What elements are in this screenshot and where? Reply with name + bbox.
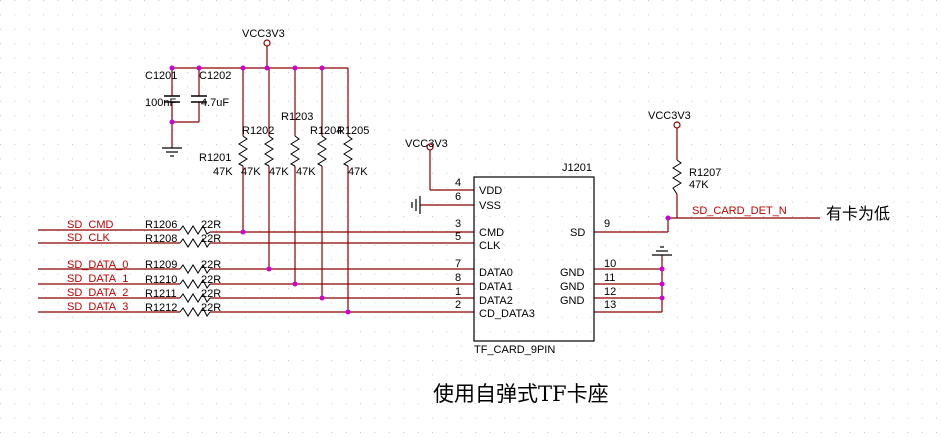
pin-num-2: 2 (455, 299, 461, 311)
net-sd-data-3: SD_DATA_3 (67, 301, 128, 313)
pin-num-12: 12 (604, 286, 616, 298)
r1204-ref: R1204 (310, 125, 342, 137)
pin-name-clk: CLK (479, 240, 501, 252)
pin-num-6: 6 (455, 191, 461, 203)
r1206-ref: R1206 (145, 219, 177, 231)
pin-name-data0: DATA0 (479, 267, 513, 279)
r1209-value: 22R (201, 259, 221, 271)
pin-num-8: 8 (455, 272, 461, 284)
net-sd-data-2: SD_DATA_2 (67, 287, 128, 299)
net-sd-data-0: SD_DATA_0 (67, 259, 128, 271)
vcc-top-label: VCC3V3 (242, 28, 285, 40)
pin-name-gnd-10: GND (560, 267, 585, 279)
ground-symbol-caps (162, 147, 182, 157)
junction-dots (169, 65, 671, 315)
pin-name-gnd-11: GND (560, 281, 585, 293)
vcc-right-symbol: VCC3V3 (648, 110, 691, 129)
r1201-value: 47K (213, 166, 233, 178)
series-resistors (179, 224, 211, 317)
r1208-ref: R1208 (145, 233, 177, 245)
c1201-value: 100nF (145, 97, 176, 109)
resistor-r1207: R1207 47K (672, 159, 721, 195)
r1206-value: 22R (201, 219, 221, 231)
pin-num-1: 1 (455, 286, 461, 298)
net-labels: SD_CMD SD_CLK SD_DATA_0 SD_DATA_1 SD_DAT… (67, 205, 787, 313)
net-sd-cmd: SD_CMD (67, 219, 114, 231)
r1210-ref: R1210 (145, 274, 177, 286)
resistor-r1201: R1201 47K (199, 135, 248, 178)
c1202-value: 4.7uF (201, 97, 229, 109)
pin-num-11: 11 (604, 272, 615, 284)
resistor-r1204: R1204 47K (296, 125, 342, 178)
connector-body (473, 176, 595, 342)
capacitor-c1201: C1201 100nF (145, 70, 180, 109)
resistor-r1203: R1203 47K (269, 111, 313, 178)
ground-symbol-right (652, 246, 672, 256)
r1210-value: 22R (201, 274, 221, 286)
pin-num-10: 10 (604, 258, 616, 270)
r1201-ref: R1201 (199, 152, 231, 164)
pin-name-cd-data3: CD_DATA3 (479, 308, 535, 320)
vcc-mid-symbol: VCC3V3 (405, 138, 448, 151)
pin-num-5: 5 (455, 231, 461, 243)
vcc-mid-label: VCC3V3 (405, 138, 448, 150)
pin-name-cmd: CMD (479, 227, 504, 239)
series-resistor-labels: R1206 22R R1208 22R R1209 22R R1210 22R … (145, 219, 221, 314)
pin-num-13: 13 (604, 299, 616, 311)
connector-ref: J1201 (562, 162, 592, 174)
pin-num-3: 3 (455, 218, 461, 230)
pin-name-gnd-12: GND (560, 295, 585, 307)
pin-num-4: 4 (455, 177, 461, 189)
ground-symbol-vss (411, 196, 421, 214)
r1211-value: 22R (201, 288, 221, 300)
pin-name-data2: DATA2 (479, 295, 513, 307)
net-sd-card-det-n: SD_CARD_DET_N (692, 205, 787, 217)
r1205-value: 47K (348, 166, 368, 178)
net-sd-data-1: SD_DATA_1 (67, 273, 128, 285)
pin-name-vss: VSS (479, 200, 501, 212)
c1201-ref: C1201 (145, 70, 177, 82)
r1211-ref: R1211 (145, 288, 177, 300)
r1212-value: 22R (201, 302, 221, 314)
r1212-ref: R1212 (145, 302, 177, 314)
resistor-r1202: R1202 47K (241, 125, 274, 178)
r1207-value: 47K (689, 179, 709, 191)
r1207-ref: R1207 (689, 167, 721, 179)
vcc-right-label: VCC3V3 (648, 110, 691, 122)
vcc-top-symbol: VCC3V3 (242, 28, 285, 47)
r1205-ref: R1205 (337, 125, 369, 137)
r1202-value: 47K (241, 166, 261, 178)
r1208-value: 22R (201, 233, 221, 245)
pin-num-7: 7 (455, 258, 461, 270)
connector-part: TF_CARD_9PIN (474, 344, 555, 356)
diagram-caption: 使用自弹式TF卡座 (433, 382, 609, 406)
connector-j1201: J1201 TF_CARD_9PIN 4 VDD 6 VSS 3 CMD 5 C… (455, 162, 616, 356)
c1202-ref: C1202 (199, 70, 231, 82)
r1204-value: 47K (296, 166, 316, 178)
resistor-r1205: R1205 47K (337, 125, 369, 178)
r1203-ref: R1203 (281, 111, 313, 123)
capacitor-c1202: C1202 4.7uF (191, 70, 231, 109)
pin-name-data1: DATA1 (479, 281, 513, 293)
pin-name-vdd: VDD (479, 185, 502, 197)
r1202-ref: R1202 (242, 125, 274, 137)
pin-num-9: 9 (604, 218, 610, 230)
pin-name-sd: SD (570, 227, 585, 239)
wires (38, 46, 820, 313)
net-sd-clk: SD_CLK (67, 232, 110, 244)
card-detect-note: 有卡为低 (826, 204, 890, 223)
r1209-ref: R1209 (145, 259, 177, 271)
r1203-value: 47K (269, 166, 289, 178)
